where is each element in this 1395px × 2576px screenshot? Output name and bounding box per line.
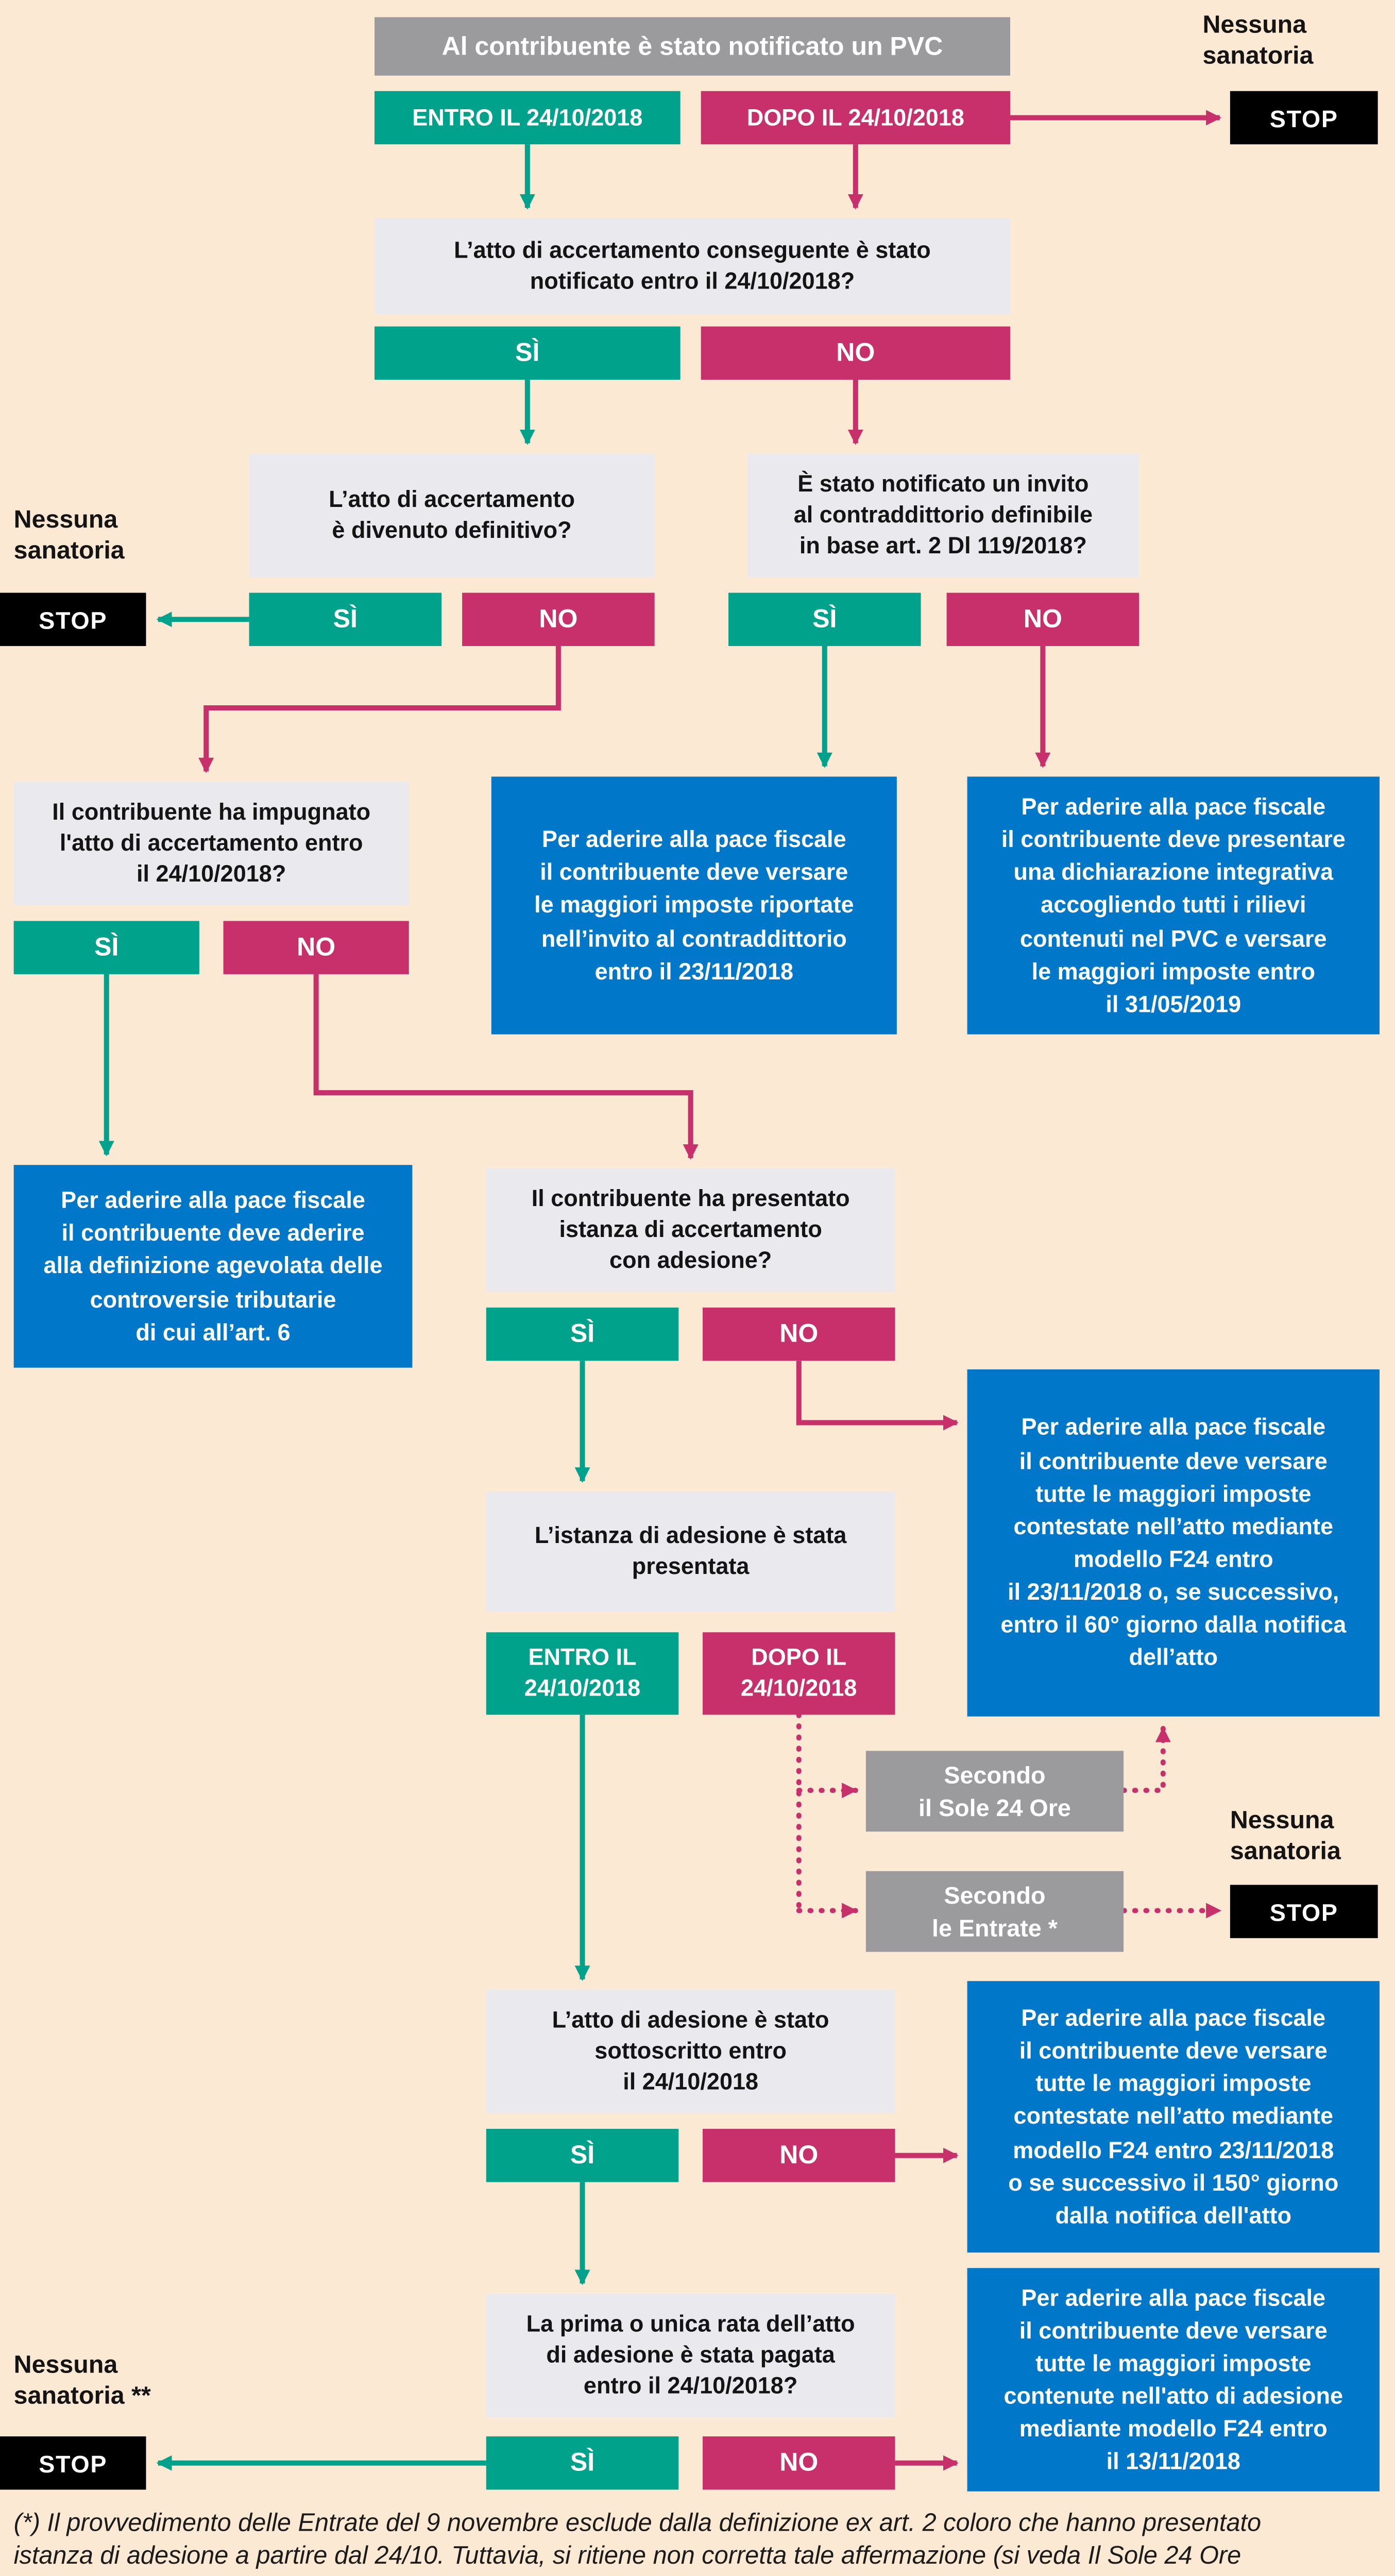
stop-node-bottom-left: STOP xyxy=(0,2436,146,2490)
no-amnesty-label-bottom-left: Nessuna sanatoria ** xyxy=(13,2352,151,2411)
outcome-dichiarazione-integrativa: Per aderire alla pace fiscale il contrib… xyxy=(967,776,1380,1035)
question-invito-contraddittorio: È stato notificato un invito al contradd… xyxy=(747,453,1139,578)
secondo-sole-node: Secondo il Sole 24 Ore xyxy=(865,1751,1124,1832)
yes-branch-q1: SÌ xyxy=(375,326,681,380)
outcome-definizione-liti: Per aderire alla pace fiscale il contrib… xyxy=(13,1165,413,1368)
no-branch-q7: NO xyxy=(703,2129,895,2182)
secondo-entrate-node: Secondo le Entrate * xyxy=(865,1871,1124,1952)
footnote-asterisk: (*) Il provvedimento delle Entrate del 9… xyxy=(13,2510,1262,2571)
no-branch-q5: NO xyxy=(703,1307,895,1361)
arrow-sole-to-blue4 xyxy=(1121,1726,1171,1793)
yes-branch-q5: SÌ xyxy=(486,1307,679,1361)
question-istanza-presentata: L’istanza di adesione è stata presentata xyxy=(486,1491,895,1612)
no-amnesty-label-top-right: Nessuna sanatoria xyxy=(1202,12,1314,71)
branch-entro-mid: ENTRO IL 24/10/2018 xyxy=(486,1632,679,1715)
no-branch-q3: NO xyxy=(946,592,1139,646)
no-amnesty-label-left: Nessuna sanatoria xyxy=(13,506,125,566)
no-branch-q1: NO xyxy=(701,326,1010,380)
no-branch-q2: NO xyxy=(462,592,655,646)
question-impugnato: Il contribuente ha impugnato l'atto di a… xyxy=(13,782,409,906)
question-istanza-adesione: Il contribuente ha presentato istanza di… xyxy=(486,1168,895,1292)
question-atto-definitivo: L’atto di accertamento è divenuto defini… xyxy=(249,453,655,578)
yes-branch-q7: SÌ xyxy=(486,2129,679,2182)
no-branch-q4: NO xyxy=(223,921,409,974)
yes-branch-q3: SÌ xyxy=(728,592,921,646)
yes-branch-q4: SÌ xyxy=(13,921,199,974)
branch-entro-top: ENTRO IL 24/10/2018 xyxy=(375,91,681,145)
no-branch-q8: NO xyxy=(703,2436,895,2490)
arrow-no5-to-blue4 xyxy=(796,1361,959,1431)
question-atto-sottoscritto: L’atto di adesione è stato sottoscritto … xyxy=(486,1989,895,2114)
question-prima-rata: La prima o unica rata dell’atto di adesi… xyxy=(486,2294,895,2418)
outcome-versare-invito: Per aderire alla pace fiscale il contrib… xyxy=(491,776,897,1035)
outcome-f24-60-giorni: Per aderire alla pace fiscale il contrib… xyxy=(967,1369,1380,1717)
arrow-no4-to-q5 xyxy=(313,974,699,1160)
branch-dopo-top: DOPO IL 24/10/2018 xyxy=(701,91,1010,145)
question-atto-notificato: L’atto di accertamento conseguente è sta… xyxy=(375,218,1010,315)
arrow-no2-to-q4 xyxy=(198,646,561,773)
start-node: Al contribuente è stato notificato un PV… xyxy=(375,17,1010,76)
stop-node-top-right: STOP xyxy=(1230,91,1378,145)
stop-node-right: STOP xyxy=(1230,1885,1378,1938)
no-amnesty-label-right: Nessuna sanatoria xyxy=(1230,1807,1341,1867)
outcome-f24-13-novembre: Per aderire alla pace fiscale il contrib… xyxy=(967,2268,1380,2492)
branch-dopo-mid: DOPO IL 24/10/2018 xyxy=(703,1632,895,1715)
outcome-f24-150-giorni: Per aderire alla pace fiscale il contrib… xyxy=(967,1981,1380,2253)
yes-branch-q8: SÌ xyxy=(486,2436,679,2490)
yes-branch-q2: SÌ xyxy=(249,592,442,646)
stop-node-left: STOP xyxy=(0,592,146,646)
